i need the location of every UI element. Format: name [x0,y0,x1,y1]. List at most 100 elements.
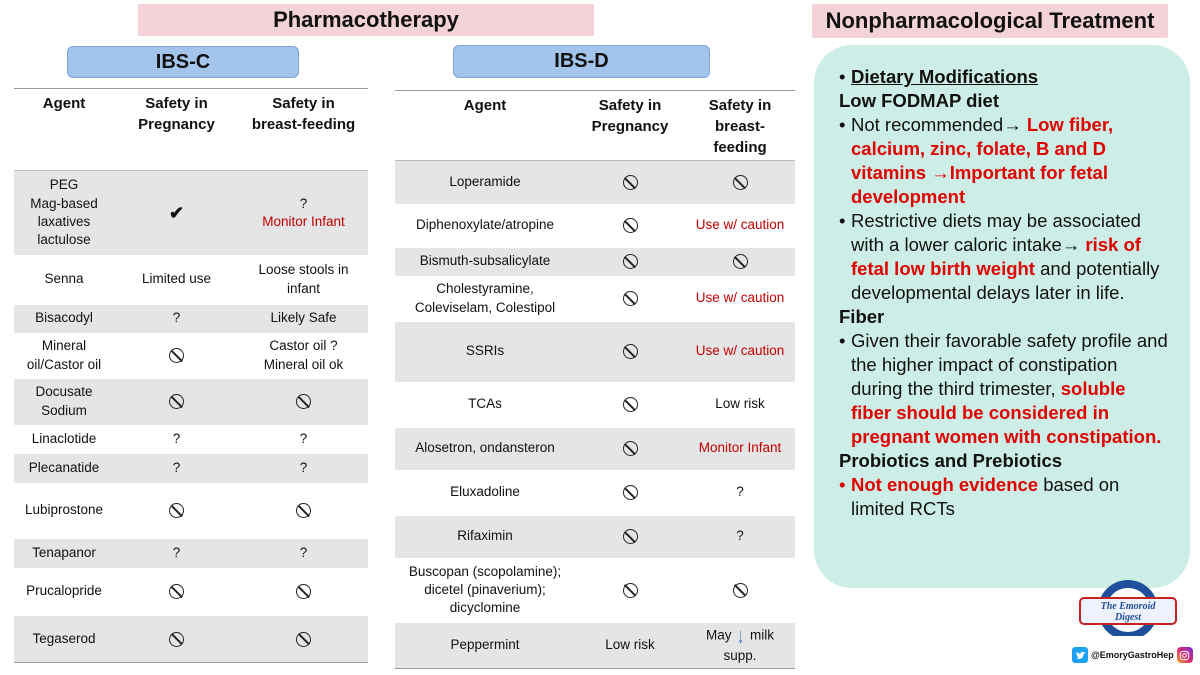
agent-cell: Buscopan (scopolamine); dicetel (pinaver… [408,563,562,616]
pregnancy-cell [575,382,685,428]
arrow-right-icon: → [1003,114,1027,135]
table-row: Lubiprostone [14,482,368,539]
table-row: Peppermint Low risk May ↓ milk supp. [395,622,795,669]
breastfeeding-cell: ? [299,430,308,446]
table-row: Docusate Sodium [14,378,368,425]
breastfeeding-cell [685,558,795,623]
pregnancy-cell [575,558,685,623]
breastfeeding-cell: Monitor Infant [698,440,782,456]
nonpharm-panel: •Dietary Modifications Low FODMAP diet •… [814,45,1190,588]
pregnancy-cell: ? [172,544,181,560]
table-row: Bisacodyl ? Likely Safe [14,304,368,333]
twitter-icon[interactable] [1072,647,1088,663]
breastfeeding-cell [239,483,368,539]
ibs-c-col-pregnancy: Safety in Pregnancy [138,95,215,133]
pregnancy-cell [575,161,685,204]
table-row: Tenapanor ? ? [14,538,368,568]
agent-cell: Diphenoxylate/atropine [415,217,555,233]
prohibited-icon [169,584,184,600]
prohibited-icon [732,582,748,598]
social-handles: @EmoryGastroHep [1072,647,1193,663]
pregnancy-cell: ? [172,430,181,446]
ibs-d-col-pregnancy: Safety in Pregnancy [591,97,669,135]
prohibited-icon [296,394,311,410]
ibs-d-col-agent: Agent [463,97,507,114]
breastfeeding-cell [239,379,368,425]
pregnancy-cell: ? [172,459,181,475]
prohibited-icon [296,584,311,600]
breastfeeding-cell: Castor oil ? Mineral oil ok [263,338,344,372]
agent-cell: TCAs [468,396,502,412]
pregnancy-cell [575,204,685,248]
ibs-d-tab: IBS-D [453,45,710,78]
agent-cell: PEG Mag-based laxatives lactulose [30,177,98,247]
check-icon: ✔ [168,202,185,223]
table-row: Buscopan (scopolamine); dicetel (pinaver… [395,557,795,623]
prohibited-icon [622,175,638,191]
agent-cell: Tenapanor [32,544,96,560]
prohibited-icon [622,397,638,413]
agent-cell: Tegaserod [32,630,96,646]
breastfeeding-cell [239,616,368,663]
down-arrow-icon: ↓ [737,623,745,649]
ibs-d-header-row: Agent Safety in Pregnancy Safety in brea… [395,90,795,161]
dietary-heading: •Dietary Modifications [839,66,1039,87]
table-row: Loperamide [395,160,795,204]
pregnancy-cell [575,516,685,558]
prohibited-icon [169,348,184,364]
agent-cell: Peppermint [450,637,520,653]
table-row: TCAs Low risk [395,381,795,428]
prohibited-icon [296,503,311,519]
low-fodmap-heading: Low FODMAP diet [839,90,999,111]
breastfeeding-cell: Use w/ caution [695,290,785,306]
prohibited-icon [169,394,184,410]
agent-cell: Docusate Sodium [35,384,93,418]
breastfeeding-cell: Use w/ caution [695,217,785,233]
breastfeeding-cell: Low risk [715,396,765,412]
pregnancy-cell [114,379,239,425]
twitter-handle[interactable]: @EmoryGastroHep [1091,650,1174,660]
list-item: • Not enough evidence based on limited R… [839,474,1120,519]
pregnancy-cell [114,568,239,616]
table-row: PEG Mag-based laxatives lactulose ✔ ? Mo… [14,170,368,255]
agent-cell: Cholestyramine, Coleviselam, Colestipol [414,281,556,315]
ibs-d-table: Agent Safety in Pregnancy Safety in brea… [395,90,795,669]
agent-cell: Bisacodyl [35,310,93,326]
table-row: Eluxadoline ? [395,469,795,516]
probiotics-heading: Probiotics and Prebiotics [839,450,1063,471]
list-item: • Not recommended→ Low fiber, calcium, z… [839,114,1114,207]
pregnancy-cell: Limited use [141,271,212,287]
agent-cell: Rifaximin [457,528,513,544]
prohibited-icon [622,441,638,457]
prohibited-icon [622,529,638,545]
ibs-c-col-breastfeeding: Safety in breast-feeding [251,95,356,133]
fiber-heading: Fiber [839,306,885,327]
pregnancy-cell [575,428,685,470]
breastfeeding-cell: Likely Safe [270,310,337,326]
table-row: Senna Limited use Loose stools in infant [14,254,368,305]
pharmacotherapy-banner: Pharmacotherapy [138,4,594,36]
table-row: Alosetron, ondansteron Monitor Infant [395,427,795,470]
pregnancy-cell [114,483,239,539]
breastfeeding-cell [685,161,795,204]
pregnancy-cell: ? [172,310,181,326]
instagram-icon[interactable] [1176,647,1193,663]
table-row: Diphenoxylate/atropine Use w/ caution [395,203,795,248]
arrow-right-icon: → [1061,234,1086,255]
table-row: SSRIs Use w/ caution [395,321,795,382]
prohibited-icon [622,218,638,234]
agent-cell: Plecanatide [28,459,100,475]
table-row: Rifaximin ? [395,515,795,558]
table-row: Tegaserod [14,615,368,663]
pregnancy-cell [575,276,685,322]
agent-cell: Loperamide [449,174,521,190]
pregnancy-cell: Low risk [605,637,655,653]
agent-cell: Bismuth-subsalicylate [419,253,551,269]
list-item: • Restrictive diets may be associated wi… [839,210,1160,303]
agent-cell: SSRIs [465,343,505,359]
pregnancy-cell: ✔ [114,171,239,255]
ibs-c-header-row: Agent Safety in Pregnancy Safety in brea… [14,88,368,171]
ibs-c-table: Agent Safety in Pregnancy Safety in brea… [14,88,368,663]
agent-cell: Senna [44,271,84,287]
prohibited-icon [622,582,638,598]
